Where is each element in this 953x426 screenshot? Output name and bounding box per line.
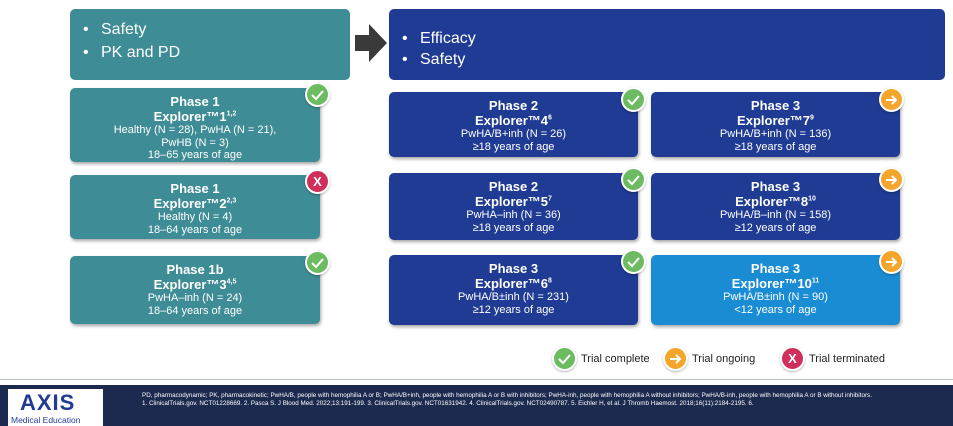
trial-population: PwHA/B+inh (N = 26) <box>460 128 567 140</box>
footnotes: PD, pharmacodynamic; PK, pharmacokinetic… <box>142 392 948 407</box>
trial-complete-icon <box>621 167 646 192</box>
trial-population: Healthy (N = 28), PwHA (N = 21), <box>113 124 277 136</box>
trial-phase: Phase 1 <box>170 94 220 109</box>
trial-terminated-icon: X <box>305 169 330 194</box>
trial-card-explorer7: Phase 3 Explorer™79 PwHA/B+inh (N = 136)… <box>651 92 900 157</box>
trial-name: Explorer™22,3 <box>153 196 237 211</box>
trial-population: Healthy (N = 4) <box>157 211 233 223</box>
trial-complete-icon <box>305 250 330 275</box>
trial-population: PwHA/B–inh (N = 158) <box>720 209 831 221</box>
trial-ongoing-icon <box>879 87 904 112</box>
logo-subtitle: Medical Education <box>11 415 81 425</box>
trial-card-explorer4: Phase 2 Explorer™46 PwHA/B+inh (N = 26) … <box>389 92 638 157</box>
trial-phase: Phase 2 <box>488 179 539 194</box>
objective-item: Efficacy <box>402 28 945 49</box>
trial-card-explorer1: Phase 1 Explorer™11,2 Healthy (N = 28), … <box>70 88 320 162</box>
trial-age-range: 18–64 years of age <box>147 223 243 236</box>
trial-population: PwHA/B±inh (N = 90) <box>723 291 828 303</box>
trial-population: PwHA–inh (N = 24) <box>147 292 243 304</box>
trial-phase: Phase 3 <box>750 261 801 276</box>
trial-name: Explorer™68 <box>475 276 552 291</box>
trial-name: Explorer™57 <box>475 194 552 209</box>
trial-population: PwHB (N = 3) <box>161 136 229 149</box>
trial-age-range: ≥18 years of age <box>734 140 817 153</box>
trial-phase: Phase 3 <box>750 98 801 113</box>
legend-label: Trial terminated <box>809 352 886 365</box>
objective-item: PK and PD <box>83 42 350 63</box>
legend-item-complete: Trial complete <box>552 346 650 371</box>
progression-arrow-icon <box>355 24 387 62</box>
trial-phase: Phase 1 <box>170 181 220 196</box>
legend-label: Trial ongoing <box>692 352 756 365</box>
trial-phase: Phase 2 <box>488 98 539 113</box>
trial-name: Explorer™46 <box>475 113 552 128</box>
trial-age-range: ≥18 years of age <box>472 221 555 234</box>
trial-complete-icon <box>552 346 577 371</box>
legend-label: Trial complete <box>581 352 650 365</box>
trial-card-explorer2: Phase 1 Explorer™22,3 Healthy (N = 4) 18… <box>70 175 320 239</box>
trial-population: PwHA–inh (N = 36) <box>466 209 561 221</box>
trial-card-explorer6: Phase 3 Explorer™68 PwHA/B±inh (N = 231)… <box>389 255 638 325</box>
trial-name: Explorer™11,2 <box>153 109 237 124</box>
trial-card-explorer5: Phase 2 Explorer™57 PwHA–inh (N = 36) ≥1… <box>389 173 638 240</box>
trial-card-explorer10: Phase 3 Explorer™1011 PwHA/B±inh (N = 90… <box>651 255 900 325</box>
trial-age-range: 18–65 years of age <box>147 149 243 161</box>
footer-divider <box>0 379 953 380</box>
trial-age-range: ≥12 years of age <box>734 221 817 234</box>
trial-complete-icon <box>621 87 646 112</box>
trial-ongoing-icon <box>879 249 904 274</box>
trial-phase: Phase 3 <box>488 261 539 276</box>
trial-age-range: 18–64 years of age <box>147 304 243 317</box>
trial-phase: Phase 3 <box>750 179 801 194</box>
trial-population: PwHA/B+inh (N = 136) <box>719 128 832 140</box>
trial-age-range: ≥12 years of age <box>472 303 555 316</box>
trial-age-range: <12 years of age <box>734 303 817 316</box>
logo-wordmark: AXIS <box>20 390 76 415</box>
trial-name: Explorer™34,5 <box>153 277 237 292</box>
objective-item: Safety <box>83 19 350 40</box>
trial-name: Explorer™810 <box>735 194 816 209</box>
trial-population: PwHA/B±inh (N = 231) <box>458 291 569 303</box>
trial-name: Explorer™1011 <box>731 276 820 291</box>
trial-terminated-icon: X <box>780 346 805 371</box>
phase1-objectives-box: Safety PK and PD <box>70 9 350 80</box>
trial-ongoing-icon <box>879 167 904 192</box>
legend-item-ongoing: Trial ongoing <box>663 346 755 371</box>
trial-complete-icon <box>305 82 330 107</box>
footer-bar <box>0 385 953 426</box>
trial-name: Explorer™79 <box>737 113 814 128</box>
trial-complete-icon <box>621 249 646 274</box>
trial-ongoing-icon <box>663 346 688 371</box>
phase2-3-objectives-box: Efficacy Safety <box>389 9 945 80</box>
trial-card-explorer3: Phase 1b Explorer™34,5 PwHA–inh (N = 24)… <box>70 256 320 324</box>
references-text: 1. ClinicalTrials.gov. NCT01228669. 2. P… <box>142 399 754 407</box>
trial-card-explorer8: Phase 3 Explorer™810 PwHA/B–inh (N = 158… <box>651 173 900 240</box>
objective-item: Safety <box>402 49 945 70</box>
trial-age-range: ≥18 years of age <box>472 140 555 153</box>
abbreviations-text: PD, pharmacodynamic; PK, pharmacokinetic… <box>142 392 872 399</box>
legend-item-terminated: X Trial terminated <box>780 346 885 371</box>
trial-phase: Phase 1b <box>166 262 224 277</box>
axis-logo <box>8 389 103 426</box>
